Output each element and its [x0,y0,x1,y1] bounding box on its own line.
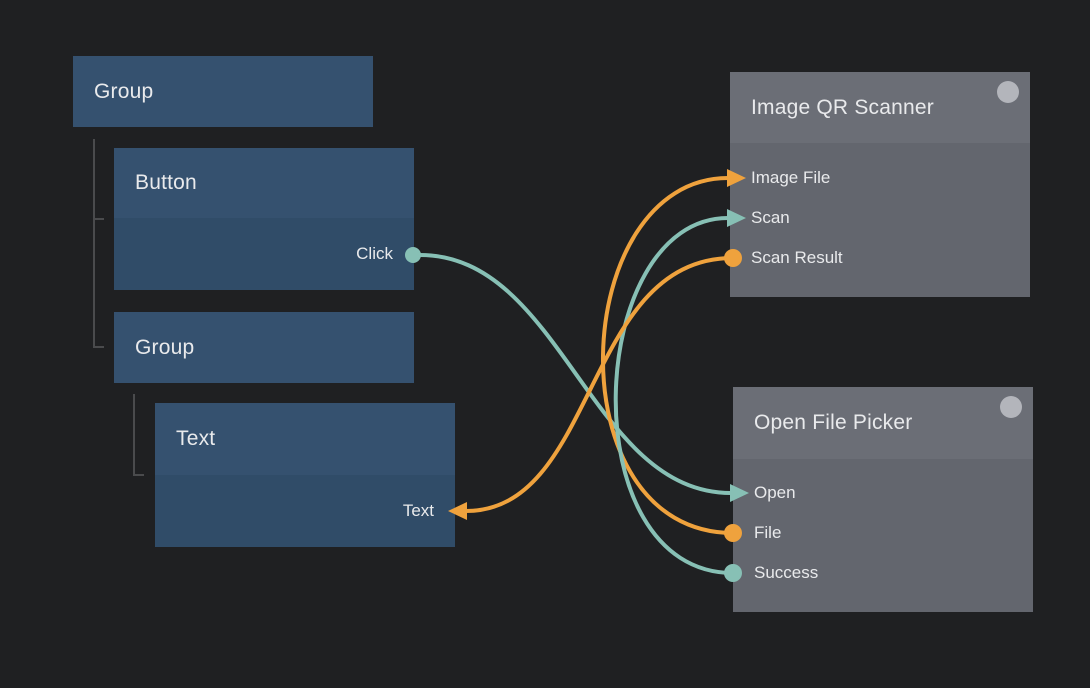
port-open[interactable]: Open [733,473,1033,513]
tree-box-button[interactable]: Button Click [114,148,414,290]
port-scan-result-label: Scan Result [751,248,843,267]
port-scan[interactable]: Scan [730,198,1030,238]
port-image-file-label: Image File [751,168,831,187]
port-file-label: File [754,523,782,542]
port-success-label: Success [754,563,819,582]
node-qr-title: Image QR Scanner [751,95,934,119]
tree-box-group-sub[interactable]: Group [114,312,414,383]
tree-box-group-root[interactable]: Group [73,56,373,127]
node-image-qr-scanner[interactable]: Image QR Scanner Image File Scan Scan Re… [730,72,1030,297]
port-file[interactable]: File [733,513,1033,553]
wire-file-to-imagefile[interactable] [601,176,735,535]
node-picker-title: Open File Picker [754,411,913,434]
status-indicator-icon [997,81,1019,103]
text-input-port-label: Text [155,475,455,547]
wire-scanresult-to-text[interactable] [464,256,735,513]
wire-success-to-scan[interactable] [613,216,735,575]
button-click-port-label: Click [114,218,414,290]
text-label: Text [155,403,455,475]
tree-box-text[interactable]: Text Text [155,403,455,547]
port-success[interactable]: Success [733,553,1033,593]
node-open-file-picker[interactable]: Open File Picker Open File Success [733,387,1033,612]
tree-connector-level1 [93,139,104,348]
group-root-label: Group [73,56,373,127]
port-image-file[interactable]: Image File [730,158,1030,198]
wire-click-to-open[interactable] [418,253,733,495]
button-label: Button [114,148,414,218]
port-scan-label: Scan [751,208,790,227]
status-indicator-icon [1000,396,1022,418]
tree-connector-level2 [133,394,144,476]
port-scan-result[interactable]: Scan Result [730,238,1030,278]
port-open-label: Open [754,483,796,502]
group-sub-label: Group [114,312,414,383]
